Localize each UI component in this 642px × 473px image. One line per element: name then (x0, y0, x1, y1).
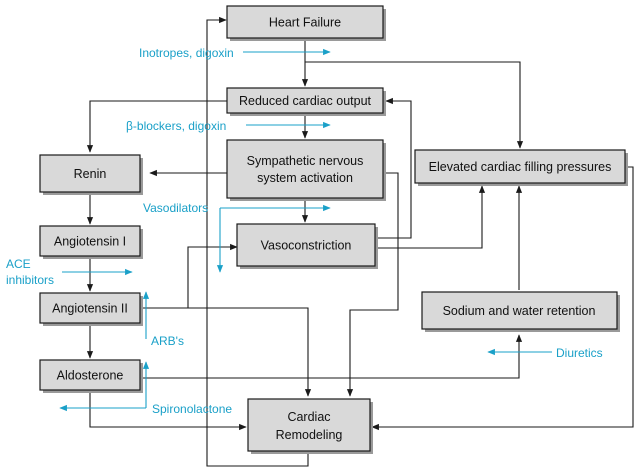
ace-label-line1: ACE (6, 257, 31, 271)
vasoconstriction-label: Vasoconstriction (261, 239, 352, 253)
aldosterone-to-remodeling-arrow (89, 392, 247, 431)
sympathetic-label-line2: system activation (257, 171, 353, 185)
black-connectors (86, 16, 634, 467)
node-aldosterone: Aldosterone (39, 359, 143, 393)
aldosterone-to-sodium-arrow (140, 334, 523, 379)
vaso-to-output-arrow (376, 97, 412, 239)
sympathetic-to-remodeling-arrow (346, 172, 399, 397)
elevated-pressures-label: Elevated cardiac filling pressures (429, 160, 612, 174)
node-angiotensin-1: Angiotensin I (39, 225, 143, 259)
hf-to-pressures-arrow (305, 61, 524, 149)
beta-blockers-label: β-blockers, digoxin (126, 119, 226, 133)
node-elevated-pressures: Elevated cardiac filling pressures (414, 149, 628, 186)
ang2-to-vaso-arrow (140, 243, 238, 309)
node-reduced-output: Reduced cardiac output (226, 87, 386, 116)
node-vasoconstriction: Vasoconstriction (236, 223, 378, 269)
aldosterone-label: Aldosterone (57, 369, 124, 383)
sympathetic-label-line1: Sympathetic nervous (247, 154, 364, 168)
ang2-to-remodeling-arrow (188, 307, 312, 397)
vaso-to-pressures-arrow (376, 185, 486, 249)
node-sympathetic: Sympathetic nervous system activation (226, 139, 386, 201)
inotropes-label: Inotropes, digoxin (139, 46, 234, 60)
angiotensin2-label: Angiotensin II (52, 302, 128, 316)
reduced-output-label: Reduced cardiac output (239, 94, 372, 108)
drug-labels: Inotropes, digoxin β-blockers, digoxin V… (6, 46, 603, 416)
spironolactone-label: Spironolactone (152, 402, 232, 416)
remodeling-to-hf-arrow (206, 16, 309, 467)
diuretics-label: Diuretics (556, 346, 603, 360)
output-to-renin-arrow (86, 100, 227, 153)
arbs-label: ARB's (151, 334, 184, 348)
heart-failure-label: Heart Failure (269, 16, 341, 30)
node-angiotensin-2: Angiotensin II (39, 292, 143, 326)
pressures-to-remodeling-arrow (371, 166, 634, 431)
node-sodium-retention: Sodium and water retention (421, 291, 620, 332)
node-heart-failure: Heart Failure (226, 5, 386, 41)
sodium-retention-label: Sodium and water retention (443, 304, 596, 318)
node-cardiac-remodeling: Cardiac Remodeling (247, 398, 373, 454)
node-renin: Renin (39, 154, 143, 195)
drug-arrows (59, 48, 552, 412)
ace-label-line2: inhibitors (6, 273, 54, 287)
angiotensin1-label: Angiotensin I (54, 235, 126, 249)
renin-label: Renin (74, 167, 107, 181)
remodeling-label-line2: Remodeling (276, 428, 343, 442)
remodeling-label-line1: Cardiac (287, 410, 330, 424)
vasodilators-label: Vasodilators (143, 201, 208, 215)
